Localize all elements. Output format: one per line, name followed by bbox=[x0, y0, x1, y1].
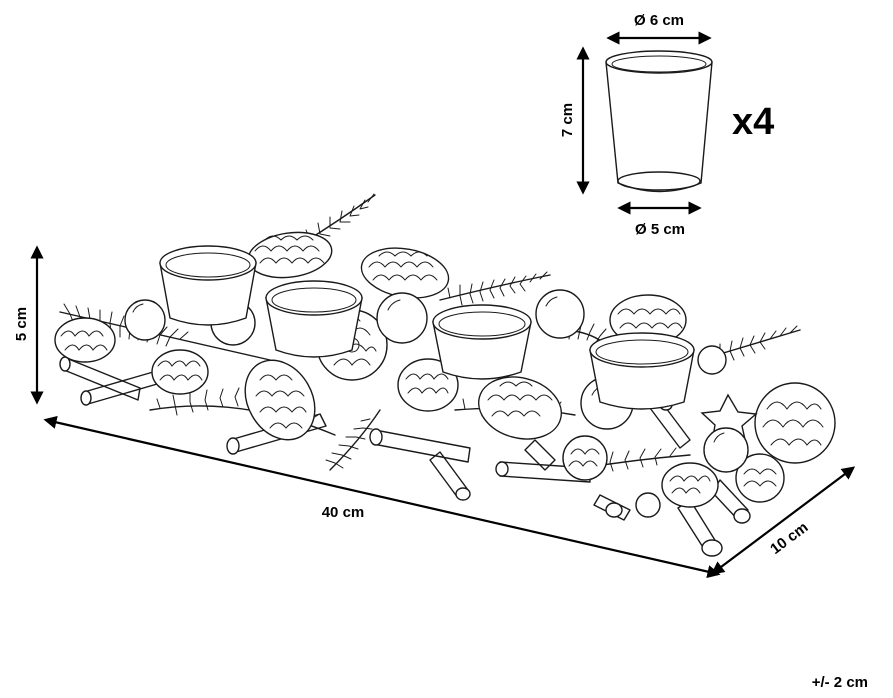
depth-arrow bbox=[710, 466, 856, 575]
glass-3 bbox=[432, 304, 532, 380]
glass-1 bbox=[159, 245, 257, 326]
glass-2 bbox=[265, 280, 363, 358]
glass-detail: Ø 6 cm 7 cm Ø 5 cm x4 bbox=[559, 12, 774, 238]
length-arrow bbox=[43, 415, 721, 579]
glass-base bbox=[617, 171, 701, 191]
glass-rim bbox=[605, 50, 713, 74]
height-label: 5 cm bbox=[13, 307, 30, 341]
length-label: 40 cm bbox=[322, 504, 365, 521]
quantity-label: x4 bbox=[732, 101, 774, 143]
glass-top-label: Ø 6 cm bbox=[634, 12, 684, 29]
advent-centerpiece-illustration bbox=[54, 193, 836, 557]
tolerance-label: +/- 2 cm bbox=[812, 674, 868, 691]
depth-label: 10 cm bbox=[767, 519, 811, 558]
glass-height-label: 7 cm bbox=[559, 103, 576, 137]
centerpiece-glasses bbox=[159, 245, 695, 410]
pine-branches bbox=[59, 193, 801, 475]
glass-inner-rim bbox=[611, 55, 707, 73]
glass-bottom-label: Ø 5 cm bbox=[635, 221, 685, 238]
glass-4 bbox=[589, 332, 695, 410]
